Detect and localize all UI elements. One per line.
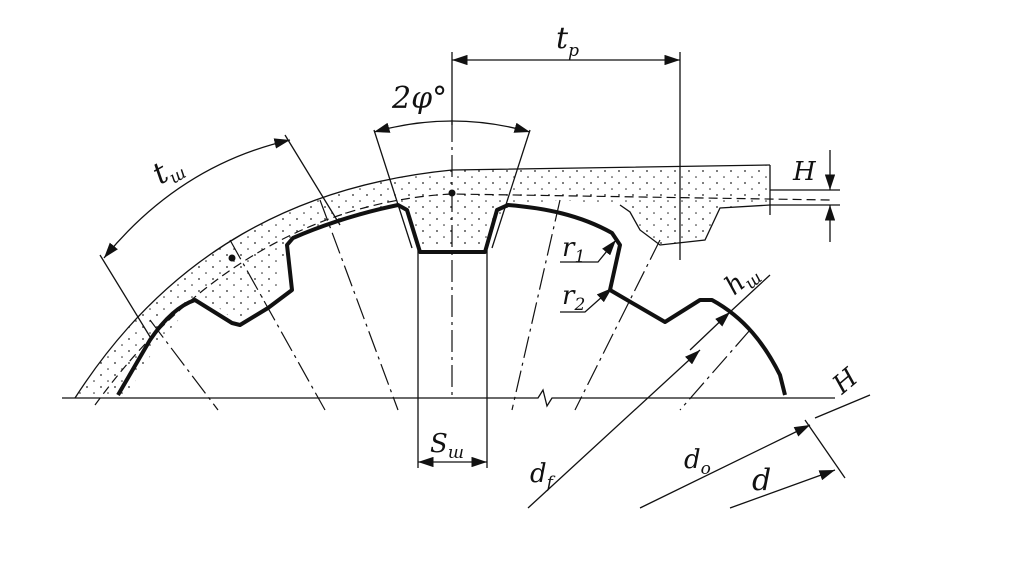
pitch-point-left: [228, 254, 236, 262]
label-d0: do: [684, 445, 711, 479]
radial-centerlines: [149, 120, 751, 411]
label-h-top: H: [792, 157, 817, 187]
h-top-dimension: [770, 150, 840, 242]
label-phi: 2φ°: [391, 81, 447, 116]
label-df: df: [530, 459, 556, 493]
tp-dimension: [451, 52, 681, 260]
hw-dimension: [689, 274, 771, 351]
label-hw: hш: [719, 257, 766, 304]
belt-band: [74, 164, 771, 399]
label-sw: Sш: [430, 429, 464, 463]
sw-dimension: [417, 250, 488, 468]
tw-dimension: [99, 134, 341, 341]
label-h-right: H: [826, 362, 864, 401]
label-r1: r1: [562, 233, 585, 267]
base-line: [62, 388, 835, 408]
radius-leaders: [560, 239, 617, 313]
phi-angle-dimension: [373, 120, 531, 249]
label-tp: tp: [556, 21, 579, 61]
label-d: d: [752, 463, 771, 498]
pitch-point-top: [448, 189, 456, 197]
pulley-teeth-profile: [116, 203, 787, 397]
diameter-leaders: [527, 349, 871, 509]
label-r2: r2: [562, 281, 585, 315]
label-tw: tш: [147, 148, 190, 195]
